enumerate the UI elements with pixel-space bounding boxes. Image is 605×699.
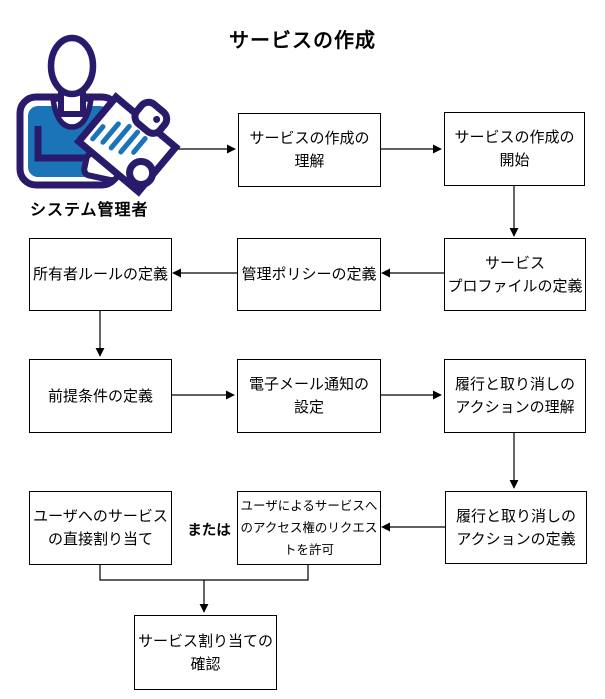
flow-node-define-owner-rules: 所有者ルールの定義 — [29, 238, 172, 311]
merge-connector — [99, 563, 309, 581]
or-label: または — [187, 523, 231, 539]
flow-node-define-service-profile: サービス プロファイルの定義 — [444, 238, 586, 311]
clipboard-clip-hole — [153, 115, 161, 123]
flow-node-configure-email-notification: 電子メール通知の 設定 — [237, 359, 381, 433]
flow-node-allow-access-requests: ユーザによるサービスへ のアクセス権のリクエス トを許可 — [237, 491, 381, 565]
holding-hand-ring — [126, 157, 157, 188]
system-administrator-label: システム管理者 — [30, 202, 149, 219]
person-with-clipboard-icon — [16, 34, 181, 197]
flow-arrows — [95, 144, 519, 613]
clipboard-lines — [90, 121, 148, 155]
flow-node-understand-creation: サービスの作成の 理解 — [238, 113, 381, 187]
flow-node-confirm-service-assignment: サービス割り当ての 確認 — [134, 615, 277, 690]
clipboard-clip — [131, 98, 171, 137]
page-title: サービスの作成 — [229, 30, 376, 52]
flow-node-define-fulfillment-actions: 履行と取り消しの アクションの定義 — [445, 491, 587, 564]
head — [47, 34, 97, 98]
clipboard-icon — [73, 92, 181, 197]
flow-node-start-creation: サービスの作成の 開始 — [444, 112, 585, 186]
flow-node-understand-fulfillment-actions: 履行と取り消しの アクションの理解 — [444, 359, 586, 433]
flow-node-direct-assign-service: ユーザへのサービス の直接割り当て — [29, 491, 172, 565]
flow-node-define-prerequisites: 前提条件の定義 — [29, 359, 172, 433]
arm — [34, 126, 94, 162]
flow-node-define-admin-policy: 管理ポリシーの定義 — [237, 238, 381, 311]
